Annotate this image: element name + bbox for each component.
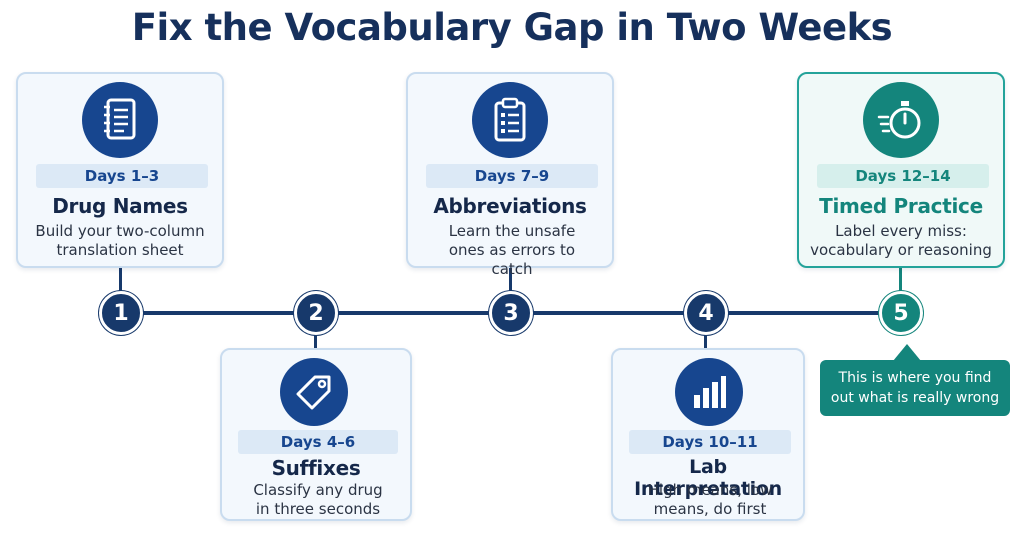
step-days: Days 4–6 bbox=[238, 430, 398, 454]
step-title: Timed Practice bbox=[819, 194, 983, 218]
step-title: Abbreviations bbox=[433, 194, 587, 218]
step-description: Learn the unsafe ones as errors to catch bbox=[448, 222, 576, 278]
step-days: Days 10–11 bbox=[629, 430, 791, 454]
bar-chart-icon bbox=[675, 358, 743, 426]
step-description: Classify any drug in three seconds bbox=[253, 481, 383, 518]
page-title: Fix the Vocabulary Gap in Two Weeks bbox=[131, 6, 893, 49]
step-description: Build your two-column translation sheet bbox=[35, 222, 205, 259]
connector-5 bbox=[899, 268, 902, 298]
step-card-3: Days 7–9 Abbreviations Learn the unsafe … bbox=[406, 72, 614, 278]
step-title: Lab Interpretation bbox=[634, 456, 782, 500]
step-title: Drug Names bbox=[52, 194, 188, 218]
step-days: Days 7–9 bbox=[426, 164, 598, 188]
step-node-5: 5 bbox=[879, 291, 923, 335]
step-node-3: 3 bbox=[489, 291, 533, 335]
step-card-5: Days 12–14 Timed Practice Label every mi… bbox=[797, 72, 1005, 268]
step-card-1: Days 1–3 Drug Names Build your two-colum… bbox=[16, 72, 224, 268]
step-description: Label every miss: vocabulary or reasonin… bbox=[810, 222, 992, 259]
step-node-1: 1 bbox=[99, 291, 143, 335]
clipboard-icon bbox=[472, 82, 548, 158]
step-node-4: 4 bbox=[684, 291, 728, 335]
step-title: Suffixes bbox=[271, 456, 361, 480]
stopwatch-icon bbox=[863, 82, 939, 158]
connector-1 bbox=[119, 268, 122, 298]
step-days: Days 1–3 bbox=[36, 164, 208, 188]
notebook-icon bbox=[82, 82, 158, 158]
callout-arrow bbox=[893, 344, 921, 361]
step-card-2: Days 4–6 Suffixes Classify any drug in t… bbox=[220, 348, 412, 521]
step-days: Days 12–14 bbox=[817, 164, 989, 188]
callout-note: This is where you find out what is reall… bbox=[820, 360, 1010, 416]
step-node-2: 2 bbox=[294, 291, 338, 335]
connector-3 bbox=[509, 268, 512, 298]
step-description: High means, low means, do first bbox=[647, 481, 773, 518]
tag-icon bbox=[280, 358, 348, 426]
step-card-4: Days 10–11 Lab Interpretation High means… bbox=[611, 348, 805, 521]
